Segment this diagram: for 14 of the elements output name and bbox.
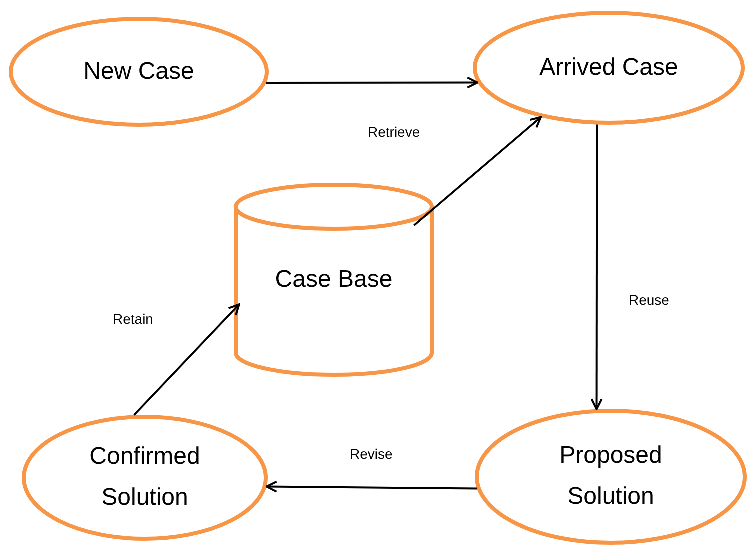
arrow [134, 304, 240, 416]
node-label: Confirmed Solution [88, 442, 202, 513]
node-label: Case Base [274, 264, 394, 295]
arrow [414, 116, 542, 226]
node-label: Proposed Solution [558, 441, 664, 512]
arrow [266, 76, 479, 89]
edge-label: Reuse [627, 292, 672, 308]
edge-label: Retrieve [366, 124, 422, 140]
arrow [266, 480, 478, 493]
node-label: Arrived Case [538, 52, 680, 83]
edge-label: Retain [111, 311, 156, 327]
node-label: New Case [82, 56, 196, 87]
arrow [590, 124, 603, 410]
edge-label: Revise [348, 446, 395, 462]
